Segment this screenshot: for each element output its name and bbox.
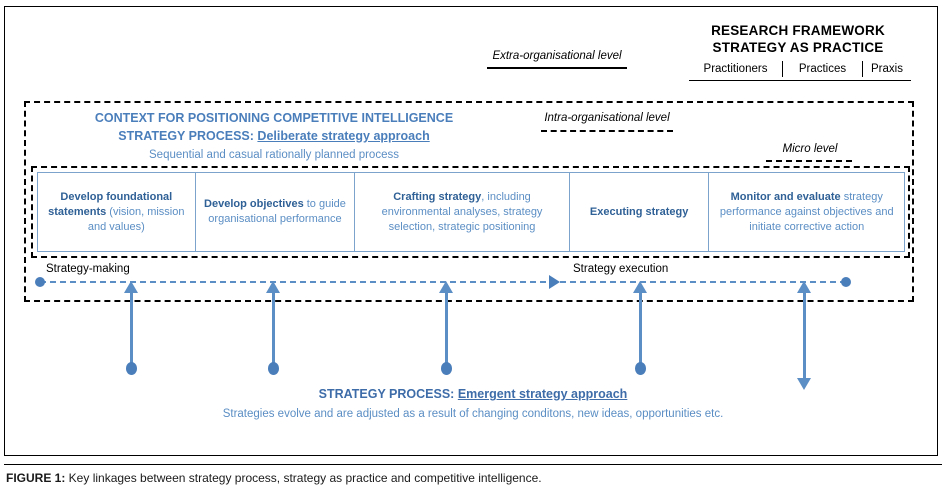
process-box-crafting-strategy[interactable]: Crafting strategy, including environment… bbox=[355, 173, 570, 251]
caption-divider bbox=[4, 464, 942, 465]
emergent-strategy-subtitle: Strategies evolve and are adjusted as a … bbox=[222, 408, 724, 420]
sap-column-praxis: Praxis bbox=[871, 63, 903, 75]
vertical-connector-5-double bbox=[803, 292, 806, 379]
timeline-direction-caret-icon bbox=[549, 275, 560, 289]
timeline-end-dot bbox=[841, 277, 851, 287]
vertical-connector-2-tail-dot bbox=[268, 362, 279, 375]
vertical-connector-3 bbox=[445, 292, 448, 368]
process-box-rest: (vision, mission and values) bbox=[87, 205, 185, 233]
vertical-connector-2 bbox=[272, 292, 275, 368]
strategy-making-label: Strategy-making bbox=[46, 263, 130, 275]
process-box-develop-foundational-statements[interactable]: Develop foundational statements (vision,… bbox=[38, 173, 196, 251]
process-box-develop-objectives[interactable]: Develop objectives to guide organisation… bbox=[196, 173, 356, 251]
vertical-connector-3-arrowhead-icon bbox=[439, 281, 453, 293]
figure-caption-text: Key linkages between strategy process, s… bbox=[65, 471, 542, 485]
context-subtitle: Sequential and casual rationally planned… bbox=[149, 149, 399, 161]
vertical-connector-1-arrowhead-icon bbox=[124, 281, 138, 293]
intra-organisational-level-rule bbox=[541, 130, 673, 132]
figure-caption: FIGURE 1: Key linkages between strategy … bbox=[6, 471, 542, 485]
heading-line-2: STRATEGY AS PRACTICE bbox=[712, 40, 884, 55]
heading-line-1: RESEARCH FRAMEWORK bbox=[711, 23, 885, 38]
process-box-rest: , including environmental analyses, stra… bbox=[381, 190, 543, 233]
timeline-start-dot bbox=[35, 277, 45, 287]
process-box-text: Monitor and evaluate strategy performanc… bbox=[715, 190, 898, 235]
strategy-process-boxes: Develop foundational statements (vision,… bbox=[37, 172, 905, 252]
process-box-bold: Crafting strategy bbox=[393, 190, 482, 203]
process-box-rest: to guide organisational performance bbox=[208, 198, 346, 225]
vertical-connector-5-arrowhead-up-icon bbox=[797, 281, 811, 293]
vertical-connector-3-tail-dot bbox=[441, 362, 452, 375]
sap-column-practitioners: Practitioners bbox=[689, 61, 783, 77]
strategy-as-practice-columns: Practitioners Practices Praxis bbox=[689, 61, 911, 81]
research-framework-heading: RESEARCH FRAMEWORK STRATEGY AS PRACTICE bbox=[662, 22, 934, 56]
strategy-execution-label: Strategy execution bbox=[573, 263, 669, 275]
emergent-strategy-title: STRATEGY PROCESS: Emergent strategy appr… bbox=[0, 387, 946, 401]
sap-column-practices: Practices bbox=[783, 61, 863, 77]
vertical-connector-5-arrowhead-down-icon bbox=[797, 378, 811, 390]
context-title-line-1: CONTEXT FOR POSITIONING COMPETITIVE INTE… bbox=[94, 111, 454, 125]
vertical-connector-2-arrowhead-icon bbox=[266, 281, 280, 293]
process-boxes-dashed-band bbox=[31, 166, 910, 258]
process-box-monitor-and-evaluate[interactable]: Monitor and evaluate strategy performanc… bbox=[709, 173, 904, 251]
process-box-executing-strategy[interactable]: Executing strategy bbox=[570, 173, 710, 251]
process-box-text: Develop objectives to guide organisation… bbox=[202, 197, 349, 227]
context-strategy-process-label: STRATEGY PROCESS: bbox=[118, 129, 258, 143]
process-box-text: Executing strategy bbox=[590, 205, 688, 220]
process-box-bold: Monitor and evaluate bbox=[730, 190, 841, 203]
vertical-connector-4-tail-dot bbox=[635, 362, 646, 375]
context-title: CONTEXT FOR POSITIONING COMPETITIVE INTE… bbox=[24, 110, 524, 145]
micro-level-label: Micro level bbox=[782, 143, 838, 155]
process-box-bold: Develop foundational statements bbox=[48, 190, 173, 218]
process-box-text: Develop foundational statements (vision,… bbox=[44, 190, 189, 235]
deliberate-strategy-approach-label: Deliberate strategy approach bbox=[257, 129, 430, 143]
context-title-line-2: STRATEGY PROCESS: Deliberate strategy ap… bbox=[24, 127, 524, 145]
extra-organisational-level-label: Extra-organisational level bbox=[492, 50, 622, 62]
vertical-connector-4 bbox=[639, 292, 642, 368]
process-box-rest: strategy performance against objectives … bbox=[719, 190, 894, 233]
micro-level-rule bbox=[766, 160, 852, 162]
vertical-connector-4-arrowhead-icon bbox=[633, 281, 647, 293]
emergent-strategy-approach-label: Emergent strategy approach bbox=[457, 387, 628, 401]
vertical-connector-1 bbox=[130, 292, 133, 368]
process-box-bold: Executing strategy bbox=[589, 205, 689, 218]
extra-organisational-level-rule bbox=[487, 67, 627, 69]
emergent-strategy-process-label: STRATEGY PROCESS: bbox=[318, 387, 458, 401]
vertical-connector-1-tail-dot bbox=[126, 362, 137, 375]
intra-organisational-level-label: Intra-organisational level bbox=[544, 112, 670, 124]
context-positioning-box bbox=[24, 101, 914, 302]
figure-caption-prefix: FIGURE 1: bbox=[6, 471, 66, 485]
process-box-text: Crafting strategy, including environment… bbox=[361, 190, 563, 235]
process-box-bold: Develop objectives bbox=[204, 198, 304, 210]
